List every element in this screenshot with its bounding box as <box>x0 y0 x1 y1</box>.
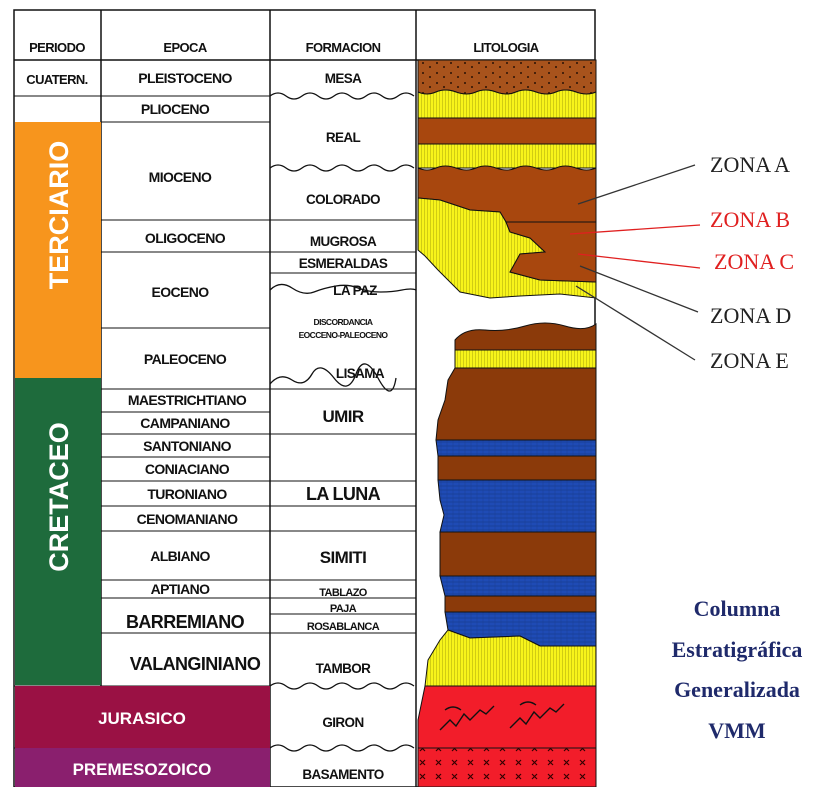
lith-sand-2 <box>417 143 597 169</box>
zone-d-label: ZONA D <box>710 303 791 328</box>
formation-giron: GIRON <box>322 715 363 730</box>
lith-sand-1 <box>417 89 597 119</box>
lith-shale-6 <box>437 455 597 481</box>
formation-lisama: LISAMA <box>336 366 385 381</box>
epoch-cenomaniano: CENOMANIANO <box>137 511 238 527</box>
epoch-aptiano: APTIANO <box>151 581 211 597</box>
lith-shale-8 <box>444 595 597 613</box>
epoch-barremiano: BARREMIANO <box>126 612 245 632</box>
lith-shale-3 <box>505 221 597 283</box>
lith-shale-4 <box>454 322 597 351</box>
formation-mugrosa: MUGROSA <box>310 234 377 249</box>
formation-colorado: COLORADO <box>306 192 380 207</box>
epoch-valanginiano: VALANGINIANO <box>130 654 261 674</box>
formation-real: REAL <box>326 130 361 145</box>
header-litologia: LITOLOGIA <box>473 40 539 55</box>
epoch-paleoceno: PALEOCENO <box>144 351 227 367</box>
period-cuatern: CUATERN. <box>26 72 87 87</box>
formation-lapaz: LA PAZ <box>333 283 377 298</box>
cretaceo-block <box>15 378 101 685</box>
caption-line3: Generalizada <box>674 677 800 702</box>
epoch-turoniano: TURONIANO <box>147 486 227 502</box>
zone-b-label: ZONA B <box>710 207 790 232</box>
lith-basement <box>417 747 597 787</box>
formation-tablazo: TABLAZO <box>319 587 368 599</box>
epoch-plioceno: PLIOCENO <box>141 101 210 117</box>
epoch-coniaciano: CONIACIANO <box>145 461 230 477</box>
period-jurasico: JURASICO <box>98 709 186 728</box>
epoch-oligoceno: OLIGOCENO <box>145 230 226 246</box>
caption-line2: Estratigráfica <box>672 637 803 662</box>
period-premesozoico: PREMESOZOICO <box>73 760 212 779</box>
terciario-block <box>15 122 101 378</box>
epoch-albiano: ALBIANO <box>150 548 210 564</box>
premesozoico-block <box>15 748 270 787</box>
lith-shale-7 <box>439 531 597 577</box>
formation-mesa: MESA <box>325 71 362 86</box>
unconformity-lines <box>269 92 417 752</box>
lith-limestone-1 <box>435 439 597 457</box>
header-periodo: PERIODO <box>29 40 85 55</box>
lith-shale-2 <box>417 165 597 223</box>
zone-e-label: ZONA E <box>710 348 789 373</box>
formation-umir: UMIR <box>322 407 363 426</box>
formation-paja: PAJA <box>330 603 357 615</box>
epoch-eoceno: EOCENO <box>151 284 209 300</box>
lith-mesa <box>417 59 597 95</box>
zone-a-label: ZONA A <box>710 152 790 177</box>
formation-laluna: LA LUNA <box>306 484 381 504</box>
lith-limestone-2 <box>437 479 597 533</box>
formation-discordancia-line1: DISCORDANCIA <box>314 317 373 327</box>
caption-line1: Columna <box>694 596 781 621</box>
formation-tambor: TAMBOR <box>316 661 371 676</box>
formation-esmeraldas: ESMERALDAS <box>299 256 388 271</box>
lithology-column <box>417 59 597 787</box>
period-terciario: TERCIARIO <box>44 141 74 290</box>
epoch-campaniano: CAMPANIANO <box>140 415 230 431</box>
header-epoca: EPOCA <box>163 40 207 55</box>
formation-basamento: BASAMENTO <box>302 767 383 782</box>
epoch-mioceno: MIOCENO <box>149 169 212 185</box>
header-formacion: FORMACION <box>306 40 381 55</box>
lith-limestone-3 <box>439 575 597 597</box>
giron-pattern <box>439 701 565 731</box>
formation-simiti: SIMITI <box>320 548 366 567</box>
epoch-maestrichtiano: MAESTRICHTIANO <box>128 392 247 408</box>
lith-shale-5 <box>435 367 597 441</box>
lith-shale-1 <box>417 117 597 145</box>
period-cretaceo: CRETACEO <box>44 422 74 572</box>
epoch-santoniano: SANTONIANO <box>143 438 232 454</box>
formation-discordancia-line2: EOCCENO-PALEOCENO <box>299 330 389 340</box>
jurasico-block <box>15 686 270 748</box>
lith-sand-5 <box>424 629 597 687</box>
caption-line4: VMM <box>708 718 766 743</box>
zone-lines <box>569 164 701 361</box>
formation-rosablanca: ROSABLANCA <box>307 621 380 633</box>
lith-sand-4 <box>454 349 597 369</box>
zone-c-label: ZONA C <box>714 249 794 274</box>
lith-red-beds <box>417 685 597 749</box>
epoch-pleistoceno: PLEISTOCENO <box>138 70 232 86</box>
